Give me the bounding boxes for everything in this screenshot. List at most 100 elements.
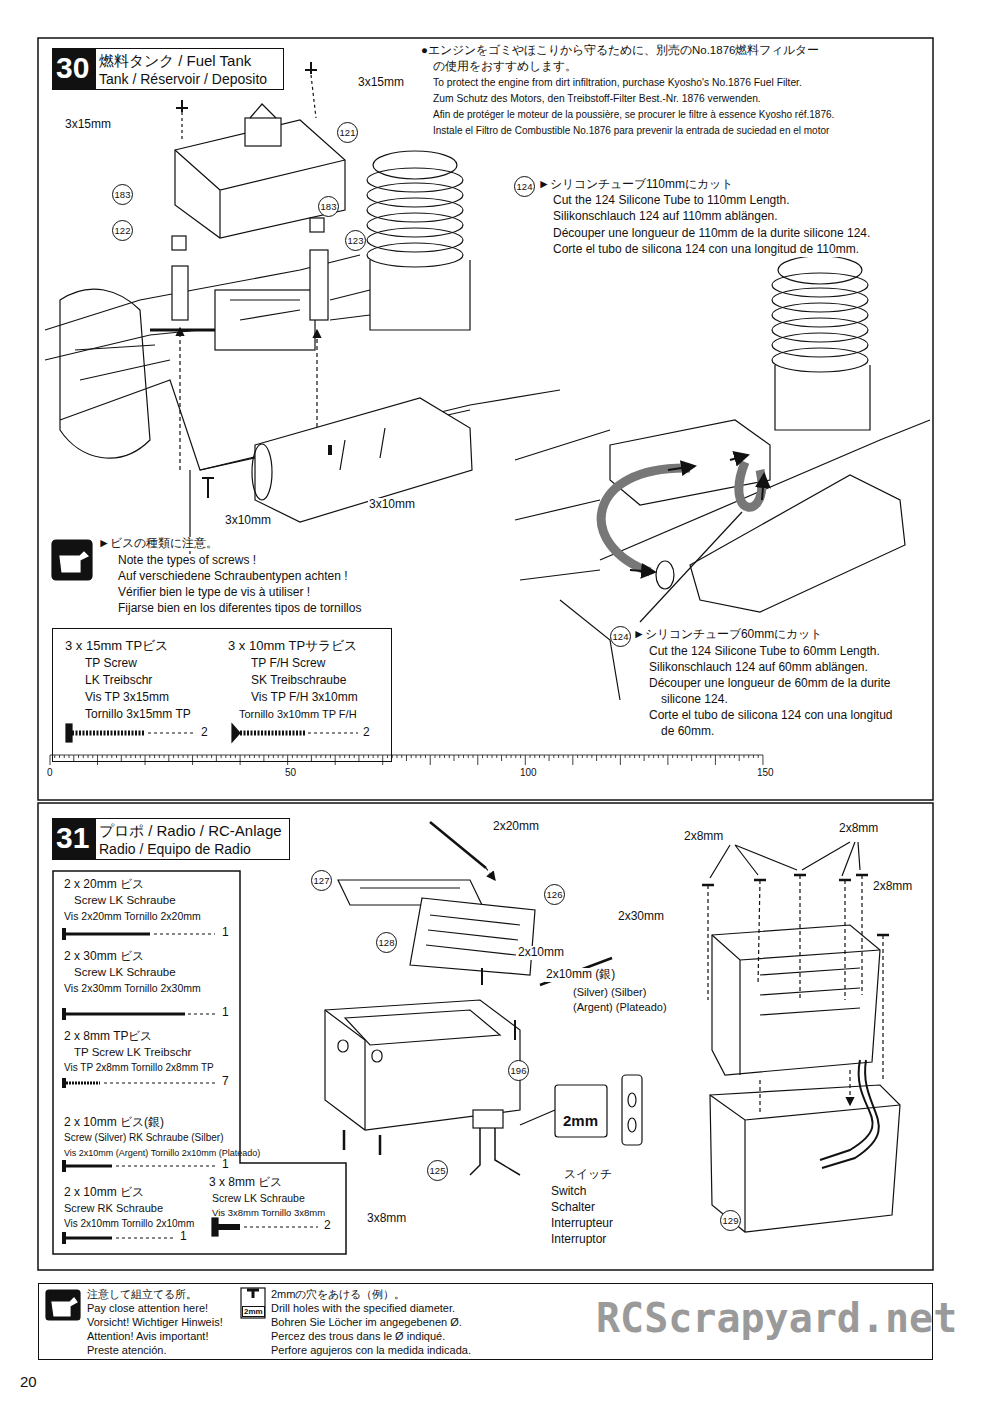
callout-number: 123 [345,230,366,251]
node-text: Drill holes with the specified diameter. [271,1302,455,1315]
node-text: Tornillo 3x10mm TP F/H [239,708,357,721]
node-text: 燃料タンク / Fuel Tank [99,52,251,69]
node-text: Tornillo 3x15mm TP [85,708,191,722]
callout-number: 121 [337,122,358,143]
label: Fijarse bien en los diferentes tipos de … [117,602,362,616]
label: silicone 124. [660,693,729,707]
label: Interrupteur [550,1217,614,1231]
node-text: SK Treibschraube [251,674,346,688]
node-text: Radio / Equipo de Radio [99,841,251,857]
node-text: 2 x 10mm ビス [64,1186,144,1200]
label: Corte el tubo de silicona 124 con una lo… [552,243,860,257]
node-text: Bohren Sie Löcher im angegebenen Ø. [271,1316,462,1329]
fuel-tank [175,104,345,238]
callout-number: 128 [376,932,397,953]
node-text: TP Screw [85,657,137,671]
label: (Silver) (Silber) [572,986,647,999]
callout-number: 127 [311,870,332,891]
callout-number: 183 [318,196,339,217]
label: Corte el tubo de silicona 124 con una lo… [648,709,894,723]
screw-list-box: 3 x 15mm TPビス TP Screw LK TreibschrVis TP … [52,628,392,762]
callout-number: 122 [112,220,133,241]
label: 50 [284,767,297,779]
label: de 60mm. [660,725,715,739]
node-text: Vis 2x10mm Tornillo 2x10mm [64,1218,194,1230]
label: Découper une longueur de 110mm de la dur… [552,227,871,241]
node-text: 2 x 20mm ビス [64,878,144,892]
node-text: Preste atención. [87,1344,167,1357]
node-text: Attention! Avis important! [87,1330,208,1343]
node-text: Vis TP F/H 3x10mm [251,691,358,705]
label: Note the types of screws ! [117,554,257,568]
label: 100 [519,767,538,779]
node-text: 2 x 8mm TPビス [64,1030,152,1044]
node-text: 2mmの穴をあける（例）。 [271,1288,405,1301]
label: 2x8mm [872,880,913,894]
label: Cut the 124 Silicone Tube to 60mm Length… [648,645,881,659]
label: の使用をおすすめします。 [432,60,578,73]
label: Zum Schutz des Motors, den Treibstoff-Fi… [432,93,762,105]
label: 2x8mm [683,830,724,844]
step-title-box: プロポ / Radio / RC-AnlageRadio / Equipo de… [92,818,290,860]
label: (Argent) (Plateado) [572,1001,668,1014]
screw-icons [64,928,318,1244]
label: ●エンジンをゴミやほこりから守るために、別売のNo.1876燃料フィルター [420,44,820,57]
label: Interruptor [550,1233,607,1247]
node-text: Vis TP 3x15mm [85,691,169,705]
watermark: RCScrapyard.net [596,1295,957,1341]
page-number: 20 [20,1373,37,1390]
label: 2x20mm [492,820,540,834]
label: 2x8mm [838,822,879,836]
engine [330,151,470,330]
node-text: 1 [180,1230,187,1244]
label: 2x30mm [617,910,665,924]
label: ►ビスの種類に注意。 [97,537,219,551]
ruler-ticks [50,755,763,765]
label: Auf verschiedene Schraubentypen achten ! [117,570,349,584]
node-text: 2 [363,726,370,740]
node-text: 2 x 30mm ビス [64,950,144,964]
node-text: Perfore agujeros con la medida indicada. [271,1344,471,1357]
attention-icon [52,540,92,580]
node-text: Screw RK Schraube [64,1202,163,1215]
callout-number: 124 [610,626,631,647]
label: 3x15mm [357,76,405,90]
node-text: 3 x 15mm TPビス [65,639,168,654]
node-text: 1 [222,1158,229,1172]
callout-number: 129 [720,1210,741,1231]
node-text: 2 x 10mm ビス(銀) [64,1116,164,1130]
label: 2mm [562,1112,599,1129]
label: Silikonschlauch 124 auf 110mm ablängen. [552,210,779,224]
step-frame [38,38,933,800]
node-text: TP F/H Screw [251,657,325,671]
node-text: Vis TP 2x8mm Tornillo 2x8mm TP [64,1062,214,1074]
label: 3x10mm [224,514,272,528]
node-text: プロポ / Radio / RC-Anlage [99,822,282,839]
step-title-box: 燃料タンク / Fuel TankTank / Réservoir / Depo… [92,48,284,90]
label: 3x15mm [64,118,112,132]
step-number-box: 31 [52,818,96,860]
label: 2x10mm (銀) [545,968,616,982]
node-text: 3 x 8mm ビス [209,1176,282,1190]
node-text: Vis 2x20mm Tornillo 2x20mm [64,910,201,922]
label: 3x10mm [368,498,416,512]
step-frame [38,803,933,1270]
label: ►シリコンチューブ110mmにカット [537,178,734,192]
node-text: Tank / Réservoir / Deposito [99,71,267,87]
callout-number: 183 [112,184,133,205]
node-text: Vis 2x30mm Tornillo 2x30mm [64,982,201,994]
node-text: 注意して組立てる所。 [87,1288,197,1301]
label: To protect the engine from dirt infiltra… [432,77,803,89]
node-text: 1 [222,1006,229,1020]
callout-number: 126 [544,884,565,905]
label: Cut the 124 Silicone Tube to 110mm Lengt… [552,194,791,208]
label: Instale el Filtro de Combustible No.1876… [432,125,830,137]
exhaust-pipe [252,398,472,522]
node-text: Vis 3x8mm Tornillo 3x8mm [212,1208,325,1219]
list-outline-path [53,871,346,1254]
node-text: Screw LK Schraube [74,966,176,979]
node-text: Pay close attention here! [87,1302,208,1315]
node-text: LK Treibschr [85,674,152,688]
node-text: 2mm [242,1306,265,1317]
